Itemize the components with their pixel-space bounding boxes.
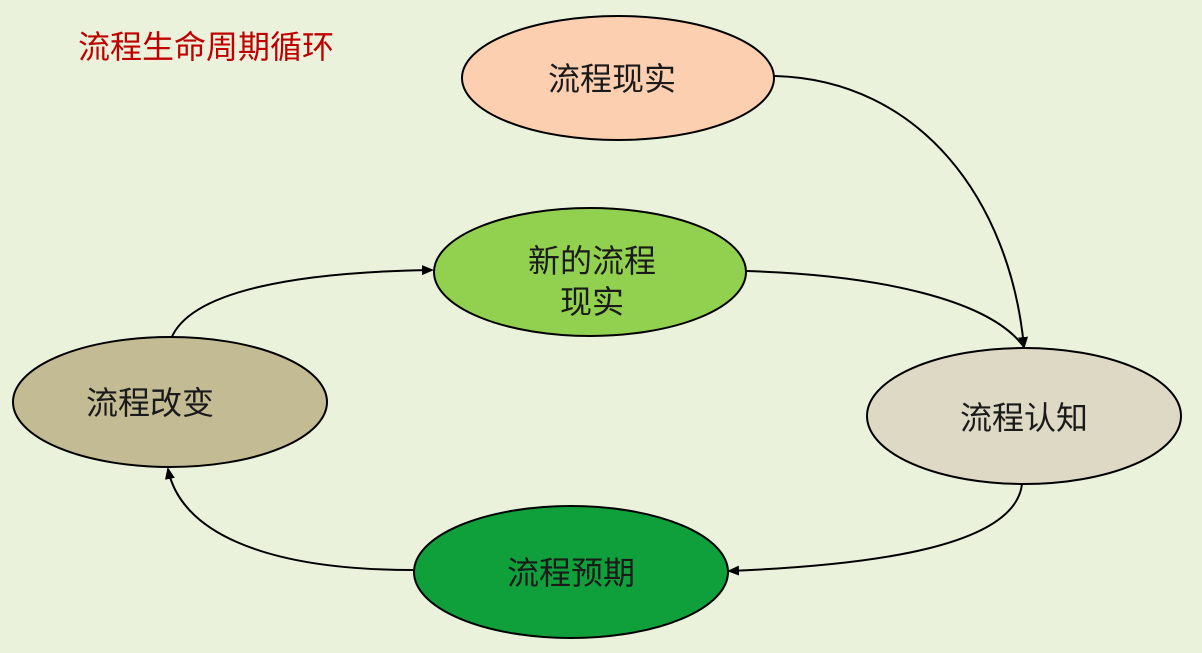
node-process-expectation-label: 流程预期 [507,554,635,592]
node-process-change: 流程改变 [12,336,328,468]
node-process-change-shape [12,336,328,468]
node-process-awareness: 流程认知 [866,347,1182,485]
edge-new-reality-to-awareness [745,270,1025,348]
node-process-reality: 流程现实 [461,15,775,141]
node-process-reality-label: 流程现实 [548,60,676,98]
node-process-reality-shape [461,15,775,141]
node-process-awareness-label: 流程认知 [960,399,1088,437]
node-new-process-reality-label-line1: 新的流程 [528,242,656,280]
node-process-expectation-shape [413,505,729,639]
edge-awareness-to-expectation [727,483,1023,576]
node-new-process-reality-shape [433,207,747,337]
node-new-process-reality-label-line2: 现实 [560,283,624,321]
edge-change-to-new-reality [170,265,434,340]
node-process-change-label: 流程改变 [86,384,214,422]
diagram-title: 流程生命周期循环 [78,28,335,66]
node-process-awareness-shape [866,347,1182,485]
node-process-expectation: 流程预期 [413,505,729,639]
edge-expectation-to-change [165,467,414,571]
node-new-process-reality: 新的流程 现实 [433,207,747,337]
edge-reality-to-awareness [774,75,1029,349]
